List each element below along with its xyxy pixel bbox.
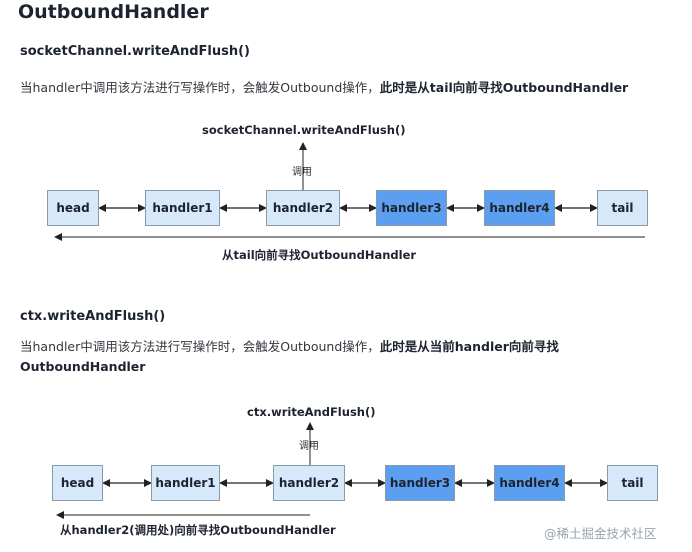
- d2-call-label: 调用: [299, 441, 319, 452]
- d2-node-handler3: handler3: [385, 465, 455, 501]
- d1-node-handler3: handler3: [376, 190, 447, 226]
- section2-text-bold-2: OutboundHandler: [20, 359, 146, 374]
- d2-top-label: ctx.writeAndFlush(): [247, 405, 376, 419]
- d2-node-tail: tail: [607, 465, 658, 501]
- section1-text: 当handler中调用该方法进行写操作时，会触发Outbound操作，: [20, 80, 380, 95]
- section1-heading: socketChannel.writeAndFlush(): [20, 44, 250, 59]
- d1-node-handler1: handler1: [145, 190, 220, 226]
- d1-node-handler2: handler2: [266, 190, 340, 226]
- section2-text-bold: 此时是从当前handler向前寻找: [379, 339, 559, 354]
- section2-text: 当handler中调用该方法进行写操作时，会触发Outbound操作，: [20, 339, 380, 354]
- d2-node-handler2: handler2: [273, 465, 345, 501]
- d1-bottom-label: 从tail向前寻找OutboundHandler: [222, 248, 417, 262]
- d2-node-handler1: handler1: [151, 465, 220, 501]
- section1-text-bold: 此时是从tail向前寻找OutboundHandler: [379, 80, 629, 95]
- section2-heading: ctx.writeAndFlush(): [20, 309, 166, 324]
- d1-top-label: socketChannel.writeAndFlush(): [202, 123, 406, 137]
- section1-description: 当handler中调用该方法进行写操作时，会触发Outbound操作，此时是从t…: [20, 78, 628, 98]
- d1-call-label: 调用: [292, 167, 312, 178]
- section2-description: 当handler中调用该方法进行写操作时，会触发Outbound操作，此时是从当…: [20, 337, 559, 377]
- d1-node-head: head: [47, 190, 99, 226]
- d2-node-head: head: [52, 465, 103, 501]
- watermark: @稀土掘金技术社区: [544, 526, 657, 541]
- page-title: OutboundHandler: [18, 1, 209, 23]
- d1-node-tail: tail: [597, 190, 648, 226]
- d1-node-handler4: handler4: [484, 190, 555, 226]
- d2-node-handler4: handler4: [494, 465, 565, 501]
- d2-bottom-label: 从handler2(调用处)向前寻找OutboundHandler: [60, 523, 336, 537]
